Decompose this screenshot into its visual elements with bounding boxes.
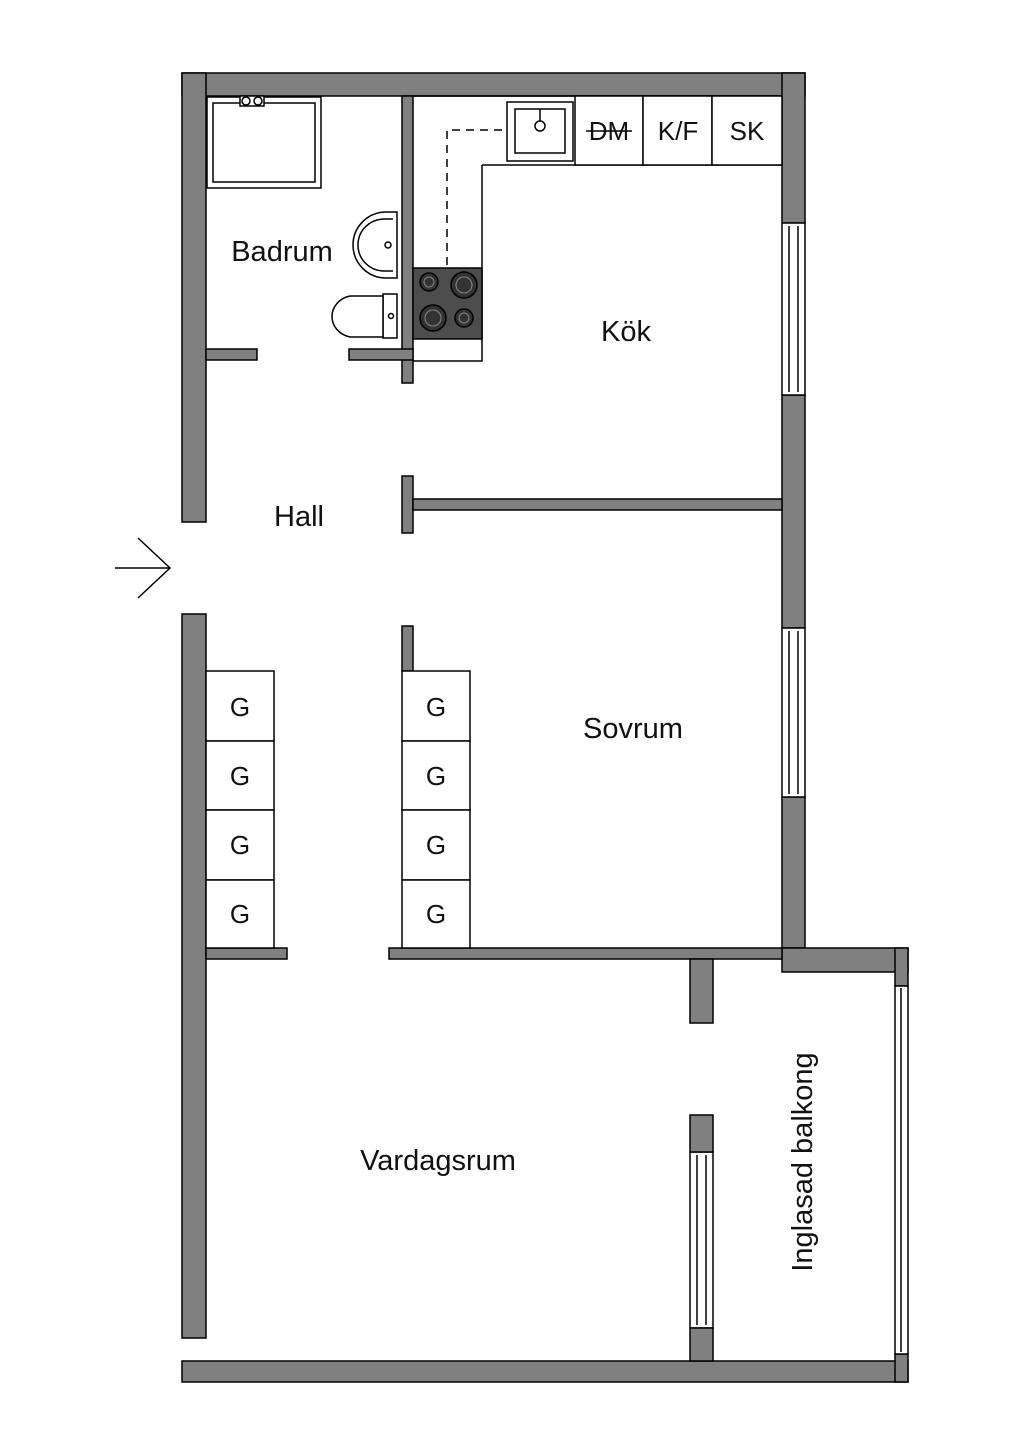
wardrobe-label: G (426, 761, 446, 791)
wardrobes-left: G G G G (205, 670, 275, 949)
room-label-hall: Hall (274, 501, 324, 533)
windows (689, 222, 909, 1355)
cabinet-label: SK (730, 116, 765, 146)
wardrobe-label: G (230, 692, 250, 722)
wardrobe-label: G (426, 899, 446, 929)
cabinet-cell (711, 95, 783, 166)
fridge-freezer-label: K/F (658, 116, 698, 146)
washbasin-icon (352, 211, 398, 279)
stove-icon (412, 267, 483, 340)
wardrobes-right: G G G G (401, 670, 471, 949)
appliance-labels: DM K/F SK (586, 116, 765, 146)
room-label-badrum: Badrum (231, 236, 333, 268)
room-label-kok: Kök (601, 316, 651, 348)
room-labels: Badrum Kök Hall Sovrum Vardagsrum Inglas… (231, 236, 819, 1272)
room-label-sovrum: Sovrum (583, 713, 683, 745)
wardrobe-label: G (230, 761, 250, 791)
fridge-freezer-cell (642, 95, 713, 166)
exterior-walls (181, 72, 909, 1383)
wardrobe-label: G (230, 899, 250, 929)
wardrobe-label: G (426, 830, 446, 860)
wardrobe-label: G (230, 830, 250, 860)
toilet-icon (331, 293, 398, 339)
bathroom-fixtures (206, 95, 398, 339)
wardrobe-label: G (426, 692, 446, 722)
entrance-arrow-icon (115, 537, 172, 599)
balcony-glazing (894, 985, 909, 1355)
sink-icon (506, 101, 574, 162)
shower-icon (206, 95, 322, 189)
room-label-balkong: Inglasad balkong (787, 1052, 819, 1271)
kitchen-window (781, 222, 806, 396)
living-room-balcony-window (689, 1151, 714, 1329)
room-label-vardagsrum: Vardagsrum (360, 1145, 516, 1177)
interior-walls (205, 95, 783, 1362)
bedroom-window (781, 627, 806, 798)
